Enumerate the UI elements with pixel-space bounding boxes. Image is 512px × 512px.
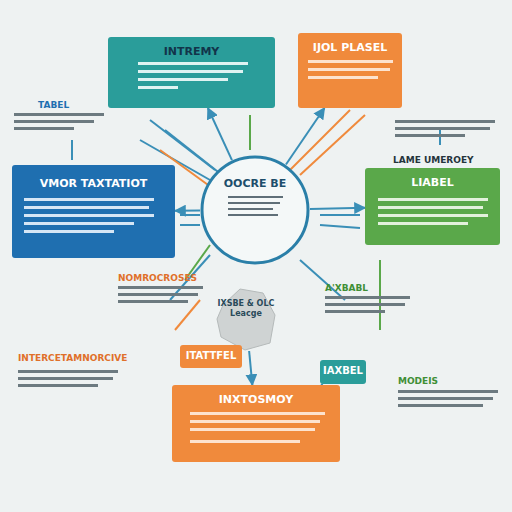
node-text: ITATTFEL <box>180 345 242 362</box>
node-text: LIABEL <box>365 168 500 189</box>
text-line <box>395 134 465 137</box>
text-line <box>18 377 113 380</box>
node-text: IAXBEL <box>320 360 366 377</box>
side-label: TABEL <box>38 100 69 111</box>
deco-arrow <box>150 120 215 170</box>
deco-arrow <box>175 300 200 330</box>
text-line <box>325 296 410 299</box>
text-lines <box>14 113 498 407</box>
text-line <box>14 127 74 130</box>
node-text: IJOL PLASEL <box>298 33 402 54</box>
text-line <box>325 303 405 306</box>
node-text: OOCRE BE <box>200 155 310 190</box>
info-box: VMOR TAXTATIOT <box>12 165 175 258</box>
text-line <box>395 120 495 123</box>
text-line <box>395 127 490 130</box>
text-line <box>118 293 198 296</box>
deco-arrow <box>290 110 350 170</box>
info-box: LIABEL <box>365 168 500 245</box>
text-line <box>14 120 94 123</box>
deco-arrow <box>300 260 345 300</box>
text-line <box>18 384 98 387</box>
info-box: INXTOSMOY <box>172 385 340 462</box>
rock-node: IXSBE & OLC Leacge <box>215 285 277 351</box>
outline-shape <box>217 289 275 350</box>
info-box: IAXBEL <box>320 360 366 384</box>
deco-arrow <box>300 115 365 175</box>
deco-arrow <box>320 225 360 228</box>
deco-arrow <box>249 115 251 150</box>
side-label: A'XBABL <box>325 283 368 294</box>
text-line <box>398 404 483 407</box>
deco-arrow <box>180 214 200 216</box>
connector-arrow <box>286 108 325 165</box>
info-box: ITATTFEL <box>180 345 242 368</box>
text-line <box>118 300 188 303</box>
hub-circle: OOCRE BE <box>200 155 310 265</box>
deco-arrow <box>180 224 200 226</box>
node-text: VMOR TAXTATIOT <box>12 165 175 190</box>
connector-arrow <box>310 208 365 209</box>
outline-shape <box>202 157 308 263</box>
side-label: NOMROCROSES <box>118 273 197 284</box>
text-line <box>325 310 385 313</box>
connector-arrow <box>249 351 252 385</box>
text-line <box>398 397 493 400</box>
decorative-arrows-green <box>185 115 380 330</box>
node-text: INTREMY <box>108 37 275 58</box>
text-line <box>398 390 498 393</box>
side-label: MODEIS <box>398 376 438 387</box>
info-box: IJOL PLASEL <box>298 33 402 108</box>
deco-arrow <box>320 214 360 216</box>
side-label: LAME UMEROEY <box>393 155 474 166</box>
text-line <box>18 370 118 373</box>
text-line <box>118 286 203 289</box>
side-label: INTERCETAMNORCIVE <box>18 353 127 364</box>
deco-arrow <box>439 130 441 145</box>
node-text: INXTOSMOY <box>172 385 340 406</box>
deco-arrow <box>379 260 381 330</box>
connector-arrow <box>175 210 200 212</box>
node-text: IXSBE & OLC Leacge <box>215 285 277 319</box>
deco-arrow <box>71 140 73 160</box>
connector-arrow <box>208 108 232 160</box>
text-line <box>14 113 104 116</box>
node-outline <box>200 155 310 265</box>
info-box: INTREMY <box>108 37 275 108</box>
